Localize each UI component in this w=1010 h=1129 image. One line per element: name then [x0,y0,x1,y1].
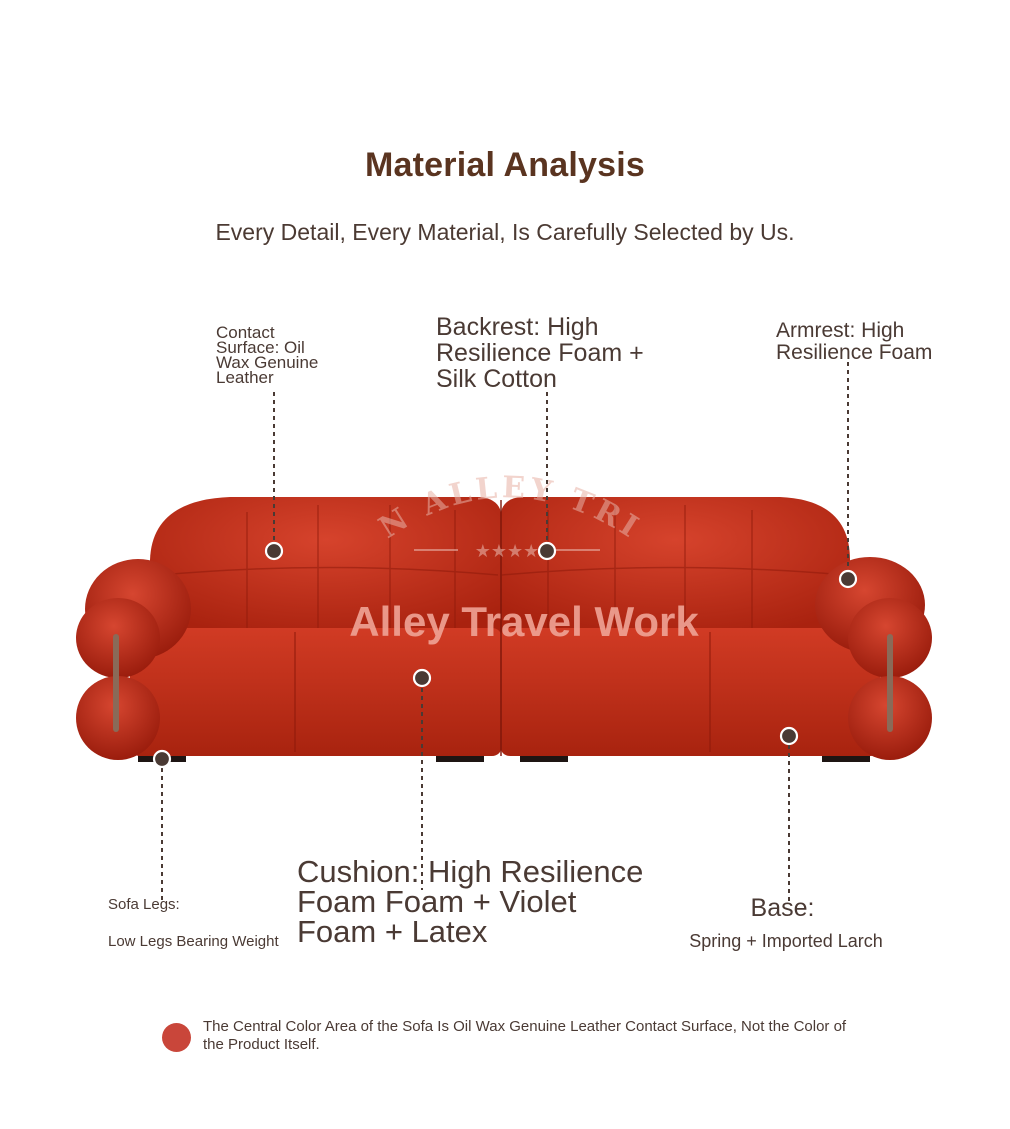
footnote-text: The Central Color Area of the Sofa Is Oi… [203,1018,847,1053]
base-marker [779,726,799,746]
sofa-legs-marker [152,749,172,769]
callout-contact-surface: Contact Surface: Oil Wax Genuine Leather [216,323,319,387]
svg-text:AN ALLEY TRIP: AN ALLEY TRIP [0,0,647,547]
backrest-marker [537,541,557,561]
page-title: Material Analysis [365,146,645,184]
left-armrest [76,559,191,760]
callout-lines [161,362,849,903]
watermark-brand: Alley Travel Work [349,598,699,645]
watermark-stars: ★★★★ [475,541,540,561]
callout-armrest: Armrest: High Resilience Foam [776,319,933,364]
callout-sofa-legs-title: Sofa Legs: [108,896,180,913]
sofa-backrest [150,497,850,640]
cushion-marker [412,668,432,688]
page-subtitle: Every Detail, Every Material, Is Careful… [215,219,795,245]
contact-surface-marker [264,541,284,561]
callout-base-desc: Spring + Imported Larch [689,931,883,951]
callout-cushion: Cushion: High Resilience Foam Foam + Vio… [297,854,644,949]
callout-backrest: Backrest: High Resilience Foam + Silk Co… [436,313,644,393]
callout-sofa-legs-desc: Low Legs Bearing Weight [108,933,279,950]
color-swatch [162,1023,191,1052]
sofa-seat-cushions [130,500,880,756]
watermark-arc-text: AN ALLEY TRIP [0,0,643,547]
right-armrest [815,557,932,760]
armrest-marker [838,569,858,589]
callout-base-title: Base: [750,894,815,922]
